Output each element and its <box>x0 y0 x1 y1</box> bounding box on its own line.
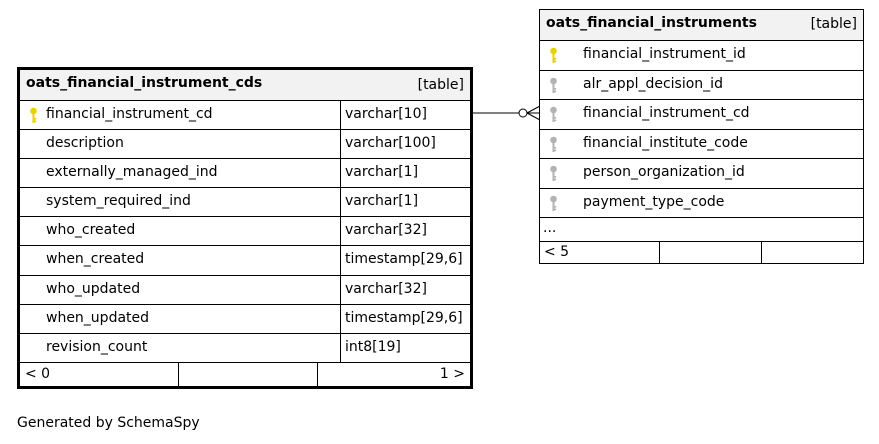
column-type: varchar[100] <box>345 135 436 151</box>
foreign-key-icon <box>550 136 557 152</box>
column-type: varchar[10] <box>345 106 427 122</box>
column-type: timestamp[29,6] <box>345 310 463 326</box>
column-name: alr_appl_decision_id <box>583 75 723 92</box>
crowfoot-lower <box>526 112 541 121</box>
children-count: < 5 <box>544 244 570 260</box>
table-name: oats_financial_instrument_cds <box>26 75 263 91</box>
foreign-key-icon <box>550 195 557 211</box>
table-header: oats_financial_instrument_cds [table] <box>20 70 470 101</box>
table-row: when_updated timestamp[29,6] <box>20 305 470 334</box>
column-name: person_organization_id <box>583 164 745 180</box>
column-list: financial_instrument_cd varchar[10] descri… <box>20 101 470 363</box>
column-name: who_updated <box>46 281 141 297</box>
table-row: person_organization_id <box>540 159 863 189</box>
more-columns-row: ... <box>540 218 863 242</box>
column-name: financial_instrument_id <box>583 46 746 62</box>
table-row: financial_instrument_cd <box>540 100 863 130</box>
foreign-key-icon <box>550 165 557 181</box>
column-name: financial_instrument_cd <box>46 106 213 122</box>
table-footer: < 0 1 > <box>20 363 470 387</box>
parents-count: 1 > <box>439 366 465 382</box>
column-type: varchar[32] <box>345 281 427 297</box>
table-footer: < 5 <box>540 242 863 264</box>
column-type: varchar[1] <box>345 164 419 180</box>
table-header: oats_financial_instruments [table] <box>540 10 863 41</box>
column-name: revision_count <box>46 339 148 355</box>
column-name: when_updated <box>46 310 150 326</box>
primary-key-icon <box>30 107 37 123</box>
table-row: financial_instrument_id <box>540 41 863 71</box>
foreign-key-icon <box>550 106 557 122</box>
crowfoot-upper <box>526 105 541 114</box>
table-row: alr_appl_decision_id <box>540 71 863 100</box>
generator-credit: Generated by SchemaSpy <box>17 415 200 431</box>
column-name: financial_instrument_cd <box>583 105 750 121</box>
table-name: oats_financial_instruments <box>546 15 757 31</box>
table-row: description varchar[100] <box>20 130 470 159</box>
column-name: system_required_ind <box>46 193 191 209</box>
column-name: financial_institute_code <box>583 134 748 151</box>
column-type: timestamp[29,6] <box>345 251 463 267</box>
column-name: when_created <box>46 251 145 267</box>
ellipsis: ... <box>543 220 557 236</box>
table-row: revision_count int8[19] <box>20 334 470 363</box>
table-row: system_required_ind varchar[1] <box>20 188 470 217</box>
table-kind: [table] <box>417 77 464 93</box>
table-row: financial_instrument_cd varchar[10] <box>20 101 470 130</box>
column-name: who_created <box>46 222 136 238</box>
column-type: varchar[32] <box>345 222 427 238</box>
table-row: payment_type_code <box>540 189 863 218</box>
table-kind: [table] <box>810 16 857 32</box>
zero-cardinality-marker <box>518 108 528 118</box>
column-name: payment_type_code <box>583 193 725 210</box>
foreign-key-icon <box>550 77 557 93</box>
children-count: < 0 <box>25 366 51 382</box>
primary-key-icon <box>550 47 557 63</box>
table-row: when_created timestamp[29,6] <box>20 246 470 276</box>
table-row: externally_managed_ind varchar[1] <box>20 159 470 188</box>
column-list: financial_instrument_id alr_appl_decision… <box>540 41 863 218</box>
table-row: who_created varchar[32] <box>20 217 470 246</box>
column-name: externally_managed_ind <box>46 164 218 180</box>
column-name: description <box>46 135 124 151</box>
table-oats-financial-instruments[interactable]: oats_financial_instruments [table] finan… <box>539 9 864 264</box>
table-oats-financial-instrument-cds[interactable]: oats_financial_instrument_cds [table] fi… <box>17 67 473 389</box>
column-type: varchar[1] <box>345 193 419 209</box>
column-type: int8[19] <box>345 339 401 355</box>
table-row: who_updated varchar[32] <box>20 276 470 305</box>
table-row: financial_institute_code <box>540 130 863 159</box>
